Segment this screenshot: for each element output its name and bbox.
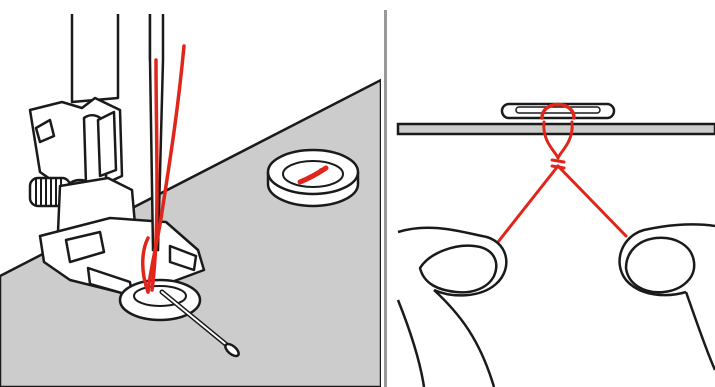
left-illustration-panel: [0, 0, 381, 387]
left-finger: [398, 228, 506, 387]
right-illustration-panel: [390, 0, 715, 387]
presser-foot-illustration: [0, 0, 381, 387]
fabric-edge: [398, 124, 715, 134]
right-finger: [620, 224, 715, 370]
loose-button: [268, 150, 358, 206]
panel-divider: [384, 10, 387, 387]
presser-bar: [30, 14, 162, 186]
thread-knot-illustration: [390, 0, 715, 387]
